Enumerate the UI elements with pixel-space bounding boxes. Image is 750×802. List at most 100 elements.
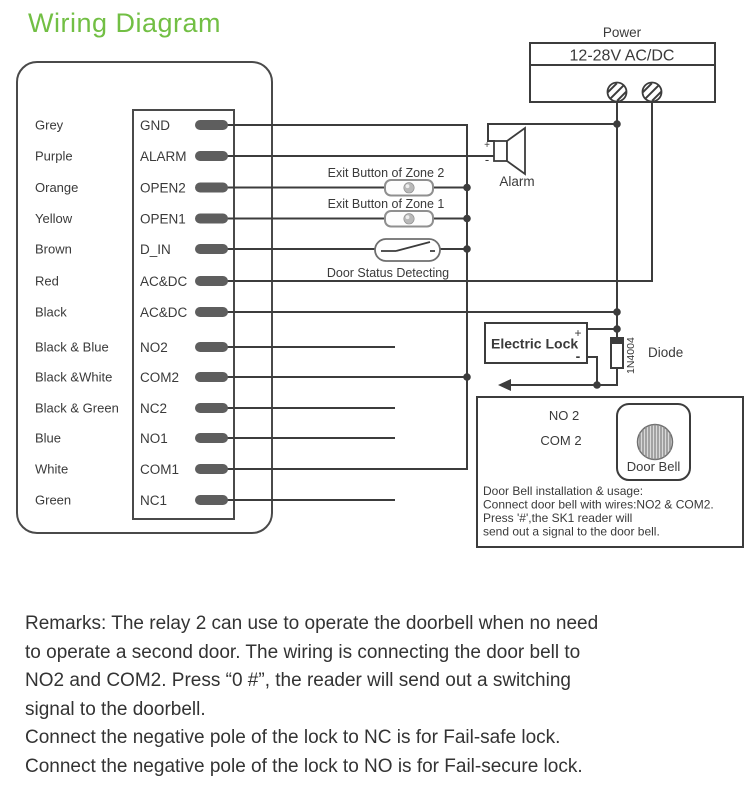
alarm-label: Alarm xyxy=(499,174,534,189)
terminal-pad xyxy=(195,182,228,193)
speaker-cone-icon xyxy=(506,126,526,176)
junction-dot xyxy=(463,373,471,381)
power-supply: Power 12-28V AC/DC xyxy=(529,25,716,103)
lock-return-arrowhead xyxy=(498,379,511,391)
doorbell-info-line: Door Bell installation & usage: xyxy=(483,484,643,498)
exit-button-zone2: Exit Button of Zone 2 xyxy=(328,166,445,197)
junction-dots xyxy=(463,120,621,389)
electric-lock: Electric Lock + - xyxy=(484,322,588,364)
exit-button-zone1: Exit Button of Zone 1 xyxy=(328,197,445,228)
remarks-line: Connect the negative pole of the lock to… xyxy=(25,755,583,777)
terminal-pad xyxy=(195,433,228,443)
wire-color-label: Yellow xyxy=(35,211,73,226)
terminal-label: NO1 xyxy=(140,431,168,446)
terminal-label: COM1 xyxy=(140,462,179,477)
terminal-label: OPEN1 xyxy=(140,212,186,227)
terminal-label: COM2 xyxy=(140,370,179,385)
button-dome-highlight xyxy=(405,184,410,189)
screw-terminal-icon xyxy=(641,81,663,103)
wire-lock-minus xyxy=(587,356,598,385)
wire-alarm-plus xyxy=(487,123,617,142)
remarks-line: Connect the negative pole of the lock to… xyxy=(25,727,561,748)
terminal-rows: Grey Purple Orange Yellow Brown Red Blac… xyxy=(35,118,228,508)
junction-dot xyxy=(613,120,621,128)
door-status-switch: Door Status Detecting xyxy=(327,238,449,280)
terminal-pad xyxy=(195,464,228,474)
alarm-minus-sign: - xyxy=(485,152,489,167)
terminal-pad xyxy=(195,244,228,254)
wire-color-label: Black &White xyxy=(35,370,112,385)
terminal-pad xyxy=(195,120,228,130)
terminal-pad xyxy=(195,213,228,224)
terminal-label: NC2 xyxy=(140,401,167,416)
electric-lock-box xyxy=(484,322,588,364)
wire-color-label: Brown xyxy=(35,242,72,257)
doorbell-info-line: Press '#',the SK1 reader will xyxy=(483,511,632,525)
junction-dot xyxy=(613,308,621,316)
terminal-label: AC&DC xyxy=(140,305,188,320)
alarm-speaker: + - Alarm xyxy=(484,126,535,189)
wire-diode-return xyxy=(510,368,618,386)
wire-color-label: Orange xyxy=(35,180,78,195)
terminal-label: ALARM xyxy=(140,149,187,164)
wire-color-label: Black & Blue xyxy=(35,340,109,355)
wire-color-label: Black & Green xyxy=(35,401,119,416)
remarks-line: NO2 and COM2. Press “0 #”, the reader wi… xyxy=(25,670,571,691)
wiring-diagram-canvas: Grey Purple Orange Yellow Brown Red Blac… xyxy=(16,25,744,548)
terminal-label: NO2 xyxy=(140,340,168,355)
lock-minus-sign: - xyxy=(576,348,581,364)
button-dome-highlight xyxy=(405,215,410,220)
speaker-driver-icon xyxy=(493,140,508,162)
terminal-label: D_IN xyxy=(140,242,171,257)
diode-part-number: 1N4004 xyxy=(625,337,637,374)
doorbell-grille-lines xyxy=(639,424,671,460)
switch-body-icon xyxy=(374,238,441,262)
exit-button-zone1-label: Exit Button of Zone 1 xyxy=(328,197,445,211)
door-status-label: Door Status Detecting xyxy=(327,266,449,280)
terminal-label: NC1 xyxy=(140,493,167,508)
terminal-pad xyxy=(195,495,228,505)
wire-gnd-bus-com1 xyxy=(215,124,468,470)
terminal-label: OPEN2 xyxy=(140,181,186,196)
junction-dot xyxy=(463,245,471,253)
terminal-pad xyxy=(195,276,228,286)
remarks-line: Remarks: The relay 2 can use to operate … xyxy=(25,613,599,634)
reader-outline xyxy=(16,61,273,534)
doorbell-no2-label: NO 2 xyxy=(549,408,579,423)
terminal-pad xyxy=(195,403,228,413)
wire-color-label: Green xyxy=(35,493,71,508)
terminal-pad xyxy=(195,307,228,317)
button-dome-icon xyxy=(403,213,415,225)
power-rating: 12-28V AC/DC xyxy=(570,48,675,65)
button-dome-icon xyxy=(403,182,415,194)
wires xyxy=(215,102,653,501)
switch-blade-icon xyxy=(381,241,435,252)
junction-dot xyxy=(613,325,621,333)
wire-acdc-red xyxy=(215,102,653,282)
wire-color-label: Grey xyxy=(35,118,64,133)
exit-button-zone2-label: Exit Button of Zone 2 xyxy=(328,166,445,180)
junction-dot xyxy=(463,183,471,192)
terminal-pad xyxy=(195,151,228,161)
terminal-pad xyxy=(195,342,228,352)
wire-color-label: Red xyxy=(35,274,59,289)
diode-band-icon xyxy=(610,337,624,344)
remarks-line: to operate a second door. The wiring is … xyxy=(25,641,581,663)
doorbell-com2-label: COM 2 xyxy=(540,433,581,448)
wire-color-label: Black xyxy=(35,305,67,320)
terminal-label: AC&DC xyxy=(140,274,188,289)
screw-terminal-icon xyxy=(606,81,628,103)
remarks-line: signal to the doorbell. xyxy=(25,698,206,720)
wire-color-label: Blue xyxy=(35,431,61,446)
diode: 1N4004 Diode xyxy=(610,337,683,374)
doorbell-info-box xyxy=(476,396,744,548)
alarm-plus-sign: + xyxy=(484,140,490,151)
electric-lock-label: Electric Lock xyxy=(491,336,578,352)
diode-label: Diode xyxy=(648,345,683,360)
terminal-label: GND xyxy=(140,118,170,133)
doorbell-section: NO 2 COM 2 Door Bell Door Bell installat… xyxy=(476,396,744,548)
junction-dot xyxy=(593,381,601,389)
power-label: Power xyxy=(603,25,642,40)
terminal-pad xyxy=(195,372,228,382)
